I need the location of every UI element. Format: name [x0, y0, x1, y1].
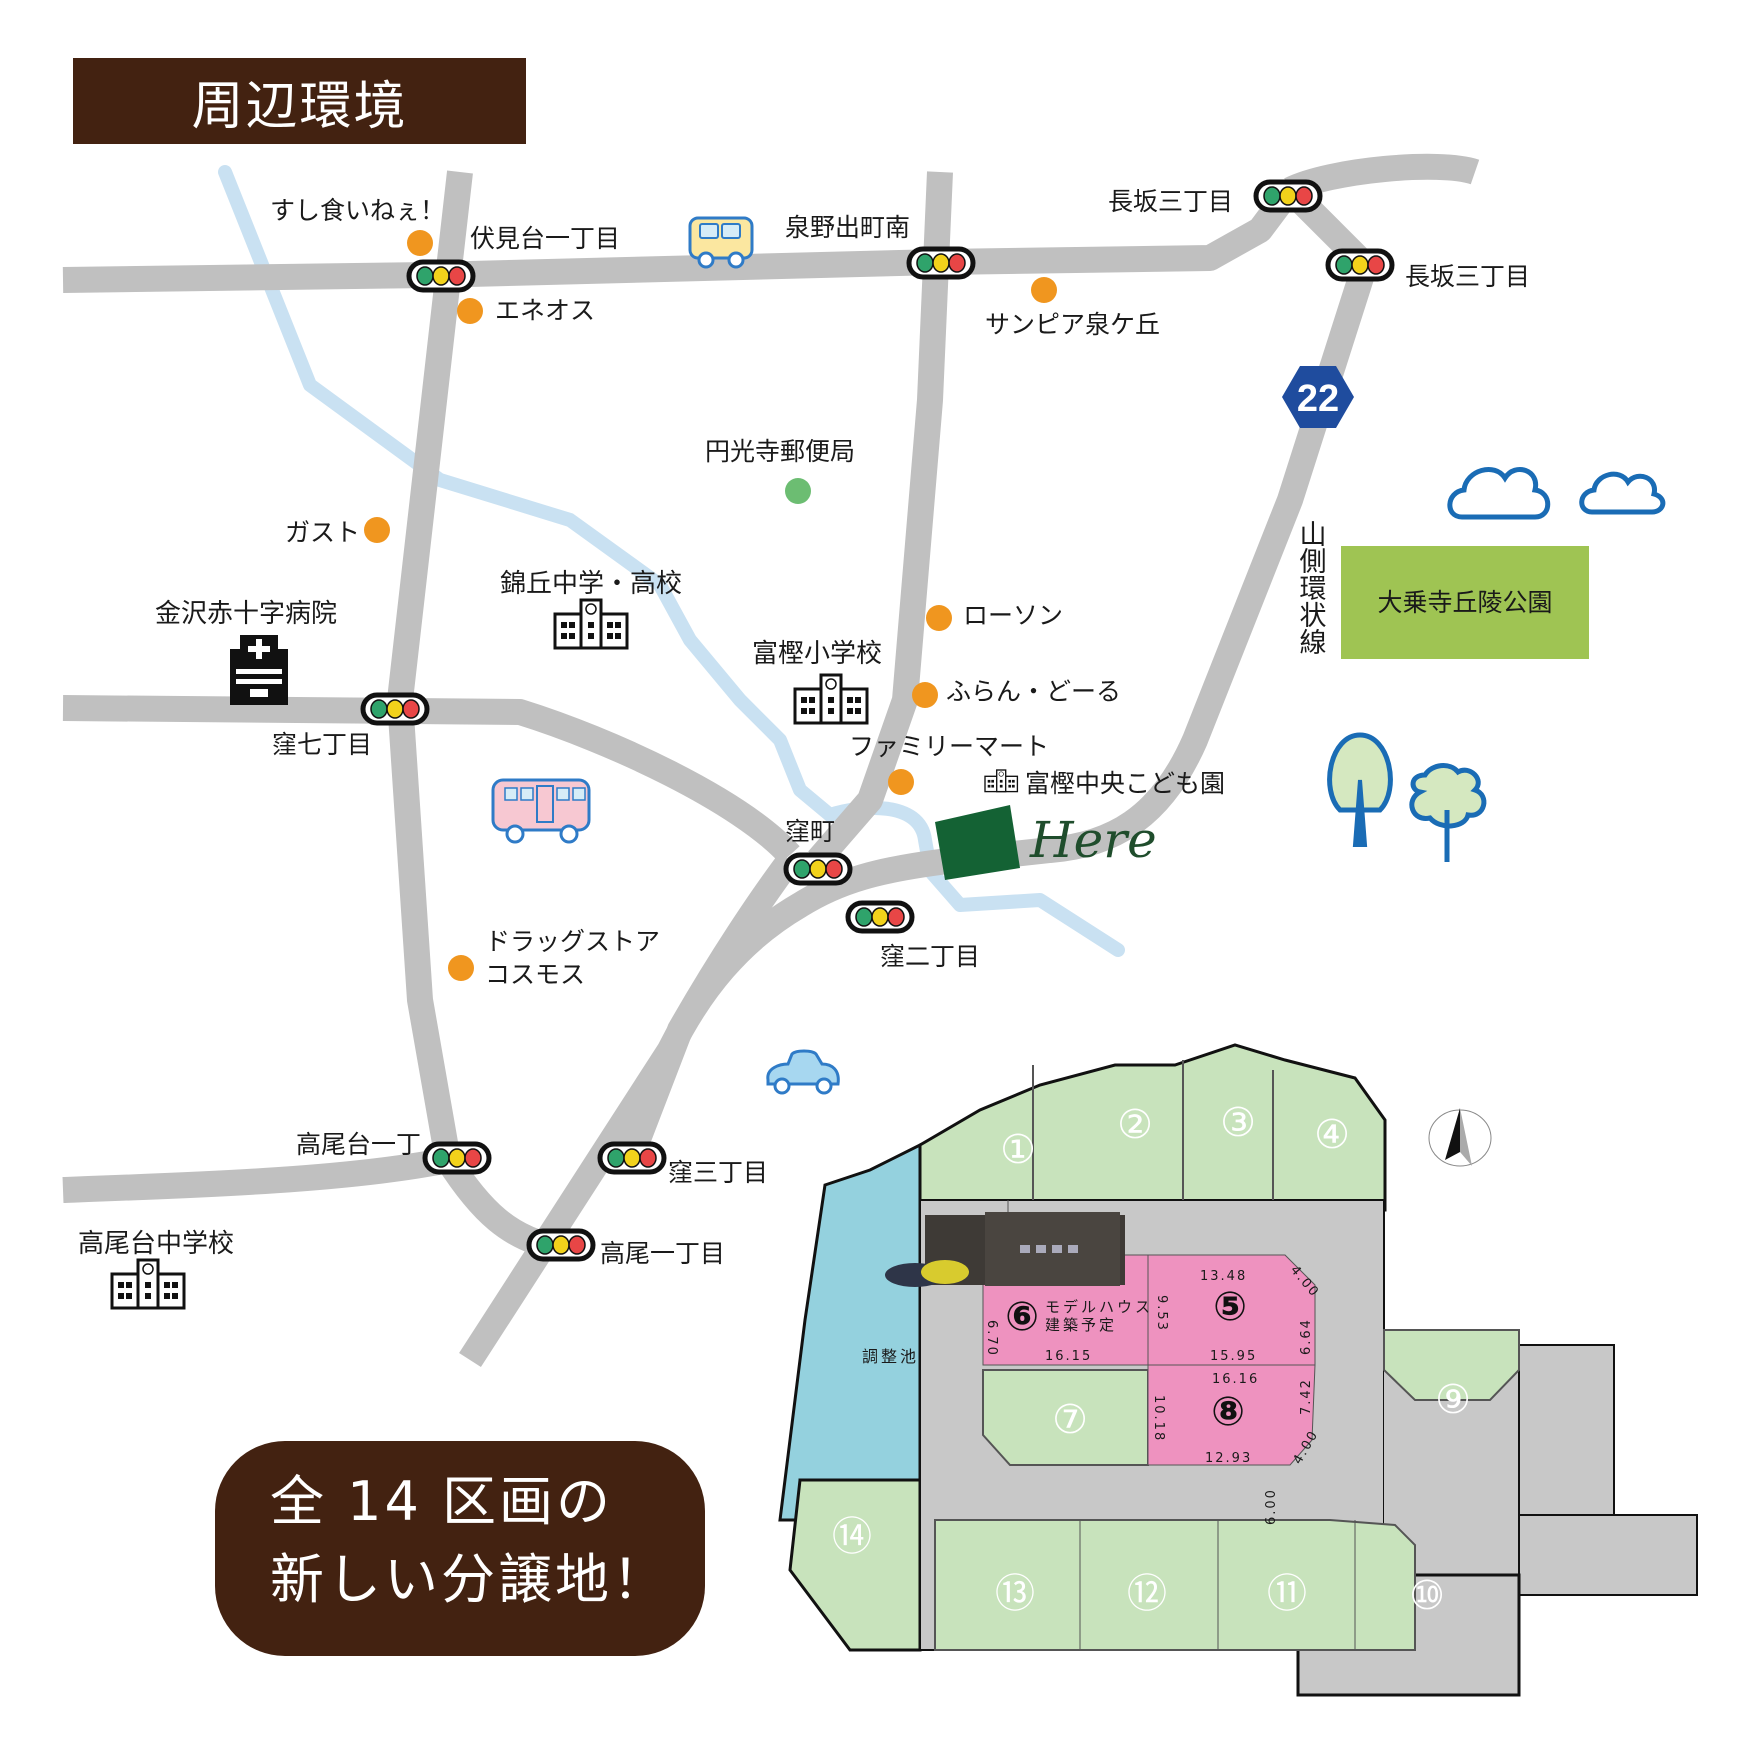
dimension: 13.48 [1200, 1269, 1247, 1284]
road-name: 山側環状線 [1295, 520, 1327, 655]
page-title: 周辺環境 [73, 58, 526, 144]
here-label: Here [1029, 811, 1157, 869]
route-22-badge: 22 [1282, 366, 1354, 428]
lot-number: ⑭ [832, 1514, 872, 1560]
traffic-light-icon [848, 903, 912, 931]
north-arrow-icon [1428, 1108, 1492, 1167]
lot-number: ② [1117, 1102, 1153, 1148]
facility-label: 高尾台中学校 [78, 1229, 234, 1259]
lot-number: ⑨ [1435, 1377, 1471, 1423]
intersection-label: 長坂三丁目 [1108, 187, 1233, 216]
facility-label: 富樫小学校 [752, 639, 882, 669]
promo-banner: 全 14 区画の 新しい分譲地！ [215, 1441, 705, 1656]
dimension: 10.18 [1151, 1395, 1166, 1442]
traffic-light-icon [786, 855, 850, 883]
bus-icon [491, 778, 591, 844]
van-icon [688, 216, 754, 269]
intersection-label: 伏見台一丁目 [470, 224, 620, 253]
promo-line: 全 14 区画の [270, 1470, 614, 1533]
lot-number: ⑩ [1409, 1573, 1445, 1619]
poi-label: ファミリーマート [849, 732, 1049, 761]
lot-number: ⑦ [1052, 1397, 1088, 1443]
poi-label: ローソン [963, 601, 1063, 630]
intersection-label: 高尾台一丁 [296, 1130, 421, 1159]
poi-label: 円光寺郵便局 [705, 437, 855, 466]
lot-number: ⑬ [995, 1571, 1035, 1617]
dimension: 9.53 [1154, 1295, 1169, 1332]
dimension: 7.42 [1299, 1378, 1314, 1415]
river [218, 165, 1125, 957]
promo-line: 新しい分譲地！ [270, 1548, 669, 1611]
traffic-light-icon [909, 249, 973, 277]
intersection-label: 窪七丁目 [272, 730, 372, 759]
poi-label: ガスト [285, 518, 360, 547]
intersection-label: 高尾一丁目 [600, 1239, 725, 1268]
traffic-light-icon [600, 1144, 664, 1172]
poi-label: すし食いねぇ！ [270, 196, 445, 225]
traffic-light-icon [425, 1144, 489, 1172]
lot-number: ⑪ [1267, 1571, 1307, 1617]
lot-number: ③ [1220, 1100, 1256, 1146]
svg-text:22: 22 [1297, 378, 1339, 420]
cloud-icon [1447, 467, 1666, 520]
hospital-icon [230, 635, 288, 705]
school-icon [793, 673, 869, 725]
lot-number: ④ [1314, 1112, 1350, 1158]
poi-markers [364, 230, 1057, 981]
poi-label: 富樫中央こども園 [1025, 769, 1225, 798]
intersection-label: 長坂三丁目 [1405, 262, 1530, 291]
poi-label: エネオス [495, 296, 595, 325]
car-icon [766, 1049, 840, 1095]
park-area [1341, 546, 1589, 659]
dimension: 16.15 [1045, 1349, 1092, 1364]
tree-icon [1327, 732, 1487, 862]
dimension: 12.93 [1205, 1451, 1252, 1466]
lot-number-featured: ⑧ [1211, 1389, 1245, 1435]
lot-number: ⑫ [1127, 1571, 1167, 1617]
lot-number-featured: ⑥ [1005, 1294, 1039, 1340]
title-text: 周辺環境 [191, 76, 408, 137]
dimension: 6.00 [1264, 1488, 1279, 1525]
model-house-label: モデルハウス [1045, 1298, 1153, 1316]
facility-label: 錦丘中学・高校 [500, 569, 682, 599]
model-house-label: 建築予定 [1045, 1316, 1117, 1334]
poi-label: ドラッグストア [485, 927, 660, 956]
school-icon [984, 769, 1019, 793]
poi-label: サンピア泉ケ丘 [985, 310, 1160, 339]
intersection-label: 窪町 [785, 817, 835, 846]
school-icon [110, 1258, 186, 1310]
traffic-light-icon [409, 262, 473, 290]
intersection-label: 窪二丁目 [880, 942, 980, 971]
facility-label: 金沢赤十字病院 [155, 599, 337, 629]
poi-label: コスモス [485, 960, 585, 989]
lot-number-featured: ⑤ [1213, 1284, 1247, 1330]
pond-label: 調整池 [862, 1347, 919, 1366]
dimension: 16.16 [1212, 1372, 1259, 1387]
lot-number: ① [1000, 1127, 1036, 1173]
here-marker [935, 805, 1020, 880]
dimension: 6.64 [1299, 1318, 1314, 1355]
traffic-light-icon [363, 695, 427, 723]
poi-label: ふらん・どーる [946, 677, 1121, 706]
site-plan [778, 1043, 1698, 1697]
intersection-label: 窪三丁目 [668, 1158, 768, 1187]
dimension: 15.95 [1210, 1349, 1257, 1364]
traffic-light-icon [1256, 182, 1320, 210]
park-label: 大乗寺丘陵公園 [1377, 588, 1552, 617]
intersection-label: 泉野出町南 [785, 213, 910, 242]
traffic-light-icon [1328, 251, 1392, 279]
traffic-light-icon [529, 1231, 593, 1259]
dimension: 6.70 [984, 1320, 999, 1357]
school-icon [553, 598, 629, 650]
